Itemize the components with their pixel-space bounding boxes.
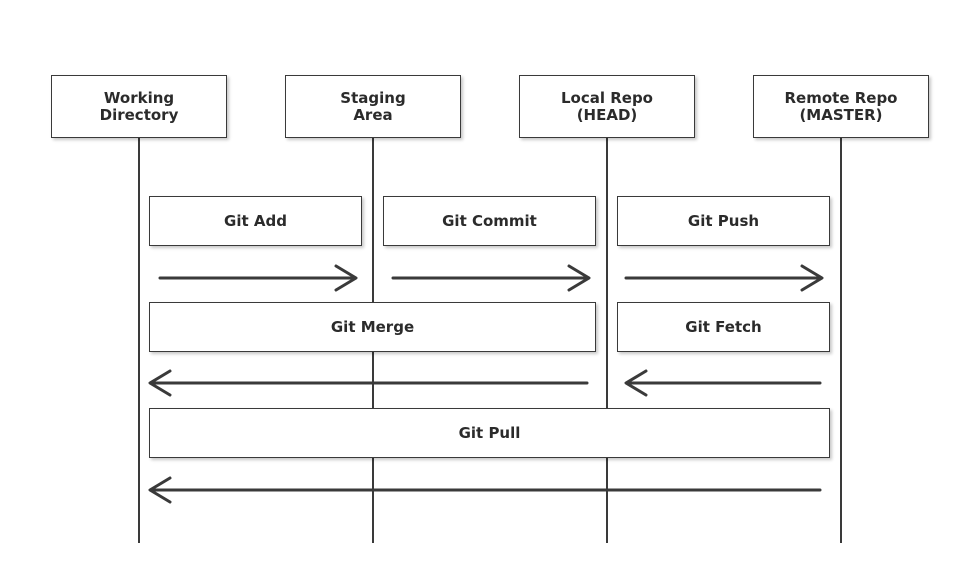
- arrow-git-commit: [391, 264, 591, 292]
- git-push-box: Git Push: [617, 196, 830, 246]
- git-merge-box: Git Merge: [149, 302, 596, 352]
- lifeline-local-repo: [606, 137, 608, 543]
- header-working-directory: Working Directory: [51, 75, 227, 138]
- arrow-git-add: [158, 264, 358, 292]
- header-local-repo: Local Repo (HEAD): [519, 75, 695, 138]
- header-staging-area: Staging Area: [285, 75, 461, 138]
- header-remote-repo: Remote Repo (MASTER): [753, 75, 929, 138]
- arrow-git-push: [624, 264, 824, 292]
- arrow-git-merge: [148, 369, 589, 397]
- git-commit-box: Git Commit: [383, 196, 596, 246]
- arrow-git-pull: [148, 476, 822, 504]
- lifeline-remote-repo: [840, 137, 842, 543]
- git-fetch-box: Git Fetch: [617, 302, 830, 352]
- git-add-box: Git Add: [149, 196, 362, 246]
- arrow-git-fetch: [624, 369, 822, 397]
- git-pull-box: Git Pull: [149, 408, 830, 458]
- lifeline-working-directory: [138, 137, 140, 543]
